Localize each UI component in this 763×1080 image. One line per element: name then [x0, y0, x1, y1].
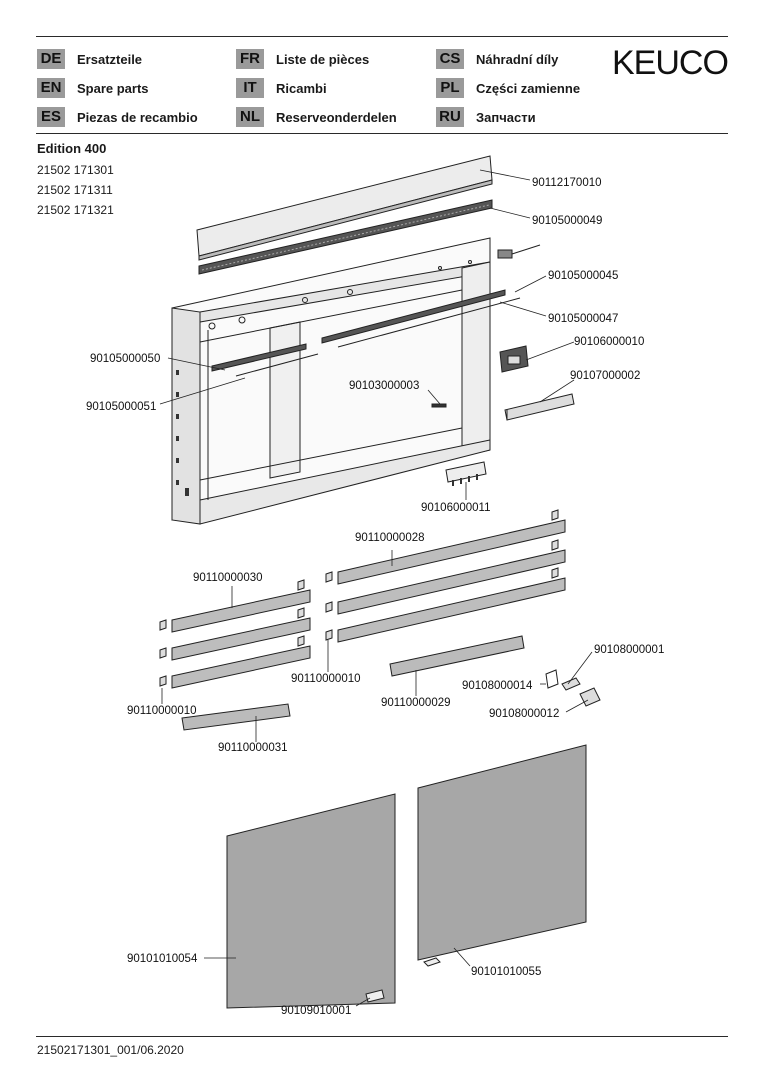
bottom-shelf-wide-part [389, 635, 525, 677]
cable-connector-part [497, 244, 541, 259]
lang-code: EN [37, 78, 65, 98]
lang-label: Liste de pièces [276, 51, 370, 67]
sensor-part [431, 403, 447, 408]
lang-label: Piezas de recambio [77, 109, 198, 125]
switch-bar-part [445, 461, 487, 486]
hinge-cover-part [545, 669, 601, 707]
lang-label: Náhradní díly [476, 51, 559, 67]
lang-code: DE [37, 49, 65, 69]
brand-logo: KEUCO [612, 44, 729, 82]
lang-code: FR [236, 49, 264, 69]
socket-part [499, 345, 529, 373]
part-number-light-strip-top: 90105000049 [532, 215, 602, 227]
lang-label: Ricambi [276, 80, 327, 96]
part-number-shelf-clip-right: 90110000010 [291, 673, 361, 685]
part-number-diffuser-right: 90105000047 [548, 313, 618, 325]
left-light-strip-part [211, 343, 319, 377]
product-title: Edition 400 [37, 141, 107, 156]
part-number-door-pad: 90109010001 [281, 1005, 351, 1017]
bottom-shelf-narrow-part [181, 703, 291, 731]
door-left-part [226, 793, 396, 1009]
lang-label: Запчасти [476, 109, 536, 125]
part-number-bottom-shelf-wide: 90110000029 [381, 697, 451, 709]
part-number-shelf-clip-left: 90110000010 [127, 705, 197, 717]
lang-label: Reserveonderdelen [276, 109, 397, 125]
right-light-strip-part [321, 289, 521, 348]
article-number: 21502 171301 [37, 163, 114, 177]
lang-label: Części zamienne [476, 80, 581, 96]
part-number-shelf-wide: 90110000028 [355, 532, 425, 544]
part-number-light-strip-right: 90105000045 [548, 270, 618, 282]
lang-code: IT [236, 78, 264, 98]
part-number-shelf-narrow: 90110000030 [193, 572, 263, 584]
lang-pl: PL Części zamienne [436, 77, 580, 99]
door-right-part [417, 744, 587, 967]
header-rule [36, 133, 728, 134]
part-number-door-left: 90101010054 [127, 953, 198, 965]
shelf-wide-part [337, 519, 566, 643]
part-number-door-right: 90101010055 [471, 966, 541, 978]
top-light-strip-part [198, 199, 493, 275]
lang-nl: NL Reserveonderdelen [236, 106, 397, 128]
part-number-hinge-cover-b: 90108000014 [462, 680, 533, 692]
lang-de: DE Ersatzteile [37, 48, 142, 70]
lang-code: CS [436, 49, 464, 69]
part-number-top-cover: 90112170010 [532, 177, 602, 189]
lang-code: RU [436, 107, 464, 127]
article-number: 21502 171321 [37, 203, 114, 217]
lang-fr: FR Liste de pièces [236, 48, 369, 70]
article-number: 21502 171311 [37, 183, 113, 197]
top-cover-part [196, 155, 493, 261]
lang-ru: RU Запчасти [436, 106, 536, 128]
driver-part [504, 393, 575, 421]
lang-label: Ersatzteile [77, 51, 143, 67]
cabinet-body-part [171, 237, 491, 525]
lang-cs: CS Náhradní díly [436, 48, 558, 70]
lang-es: ES Piezas de recambio [37, 106, 198, 128]
part-number-socket: 90106000010 [574, 336, 644, 348]
lang-code: PL [436, 78, 464, 98]
leader-lines [159, 169, 593, 1007]
top-rule [36, 36, 728, 37]
shelf-narrow-part [171, 589, 311, 689]
part-number-sensor: 90103000003 [349, 380, 419, 392]
lang-label: Spare parts [77, 80, 149, 96]
lang-en: EN Spare parts [37, 77, 149, 99]
part-number-hinge-cover-a: 90108000001 [594, 644, 664, 656]
part-number-bottom-shelf-narrow: 90110000031 [218, 742, 288, 754]
part-number-switch-bar: 90106000011 [421, 502, 491, 514]
lang-code: ES [37, 107, 65, 127]
footer-rule [36, 1036, 728, 1037]
part-number-hinge-cover-c: 90108000012 [489, 708, 559, 720]
part-number-diffuser-left: 90105000051 [86, 401, 156, 413]
shelf-clip-part [159, 509, 559, 687]
lang-it: IT Ricambi [236, 77, 327, 99]
document-footer: 21502171301_001/06.2020 [37, 1043, 184, 1057]
part-number-light-strip-left: 90105000050 [90, 353, 160, 365]
part-number-driver: 90107000002 [570, 370, 640, 382]
lang-code: NL [236, 107, 264, 127]
